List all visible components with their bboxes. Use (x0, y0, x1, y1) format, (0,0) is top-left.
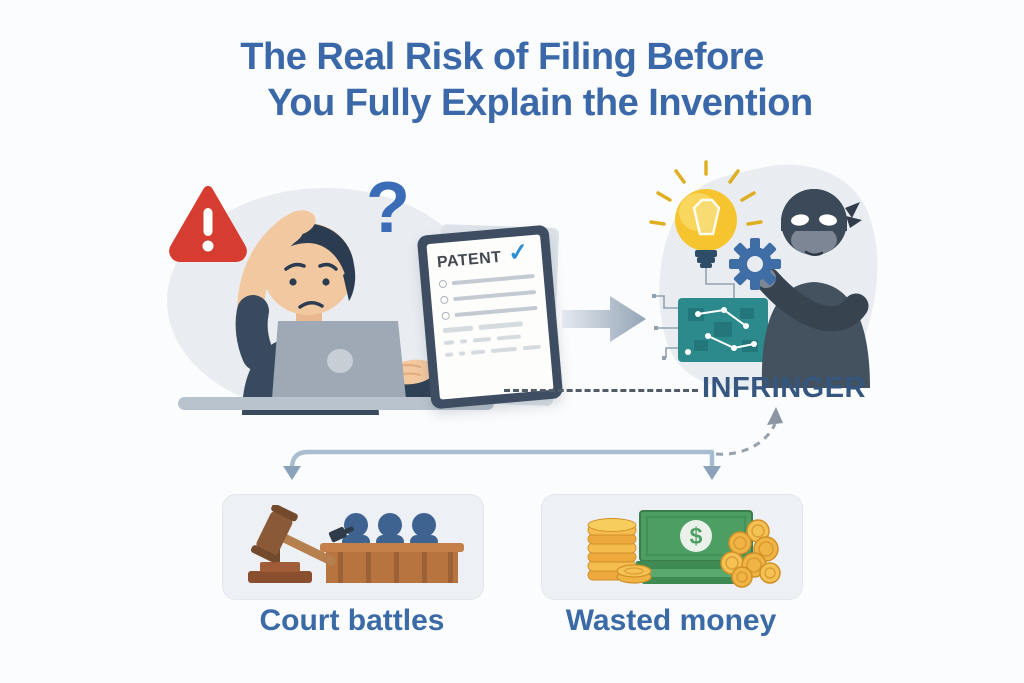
dashed-curve-to-infringer (715, 423, 777, 456)
page-title: The Real Risk of Filing Before You Fully… (0, 34, 1024, 126)
checkmark-icon: ✓ (506, 238, 530, 268)
circuit-board-icon (678, 298, 768, 362)
title-line-1: The Real Risk of Filing Before (240, 36, 764, 78)
patent-document: PATENT ✓ (416, 222, 570, 414)
question-mark-icon: ? (366, 168, 410, 248)
patent-title: PATENT (436, 248, 503, 271)
wasted-money-label: Wasted money (565, 604, 777, 637)
patent-paper: PATENT ✓ (426, 234, 554, 400)
desk (178, 397, 494, 410)
coin-stack-icon (587, 518, 637, 581)
warning-triangle-icon (169, 186, 247, 262)
judges-bench-icon (320, 513, 464, 583)
small-gavel-icon (328, 526, 354, 543)
gavel-icon (248, 505, 336, 583)
down-arrowhead-right (703, 466, 721, 480)
down-arrowhead-left (283, 466, 301, 480)
up-arrowhead (767, 407, 783, 425)
person-hair-side (343, 265, 356, 301)
court-battles-label: Court battles (259, 604, 445, 637)
patent-dash-row (443, 333, 540, 346)
lightbulb-icon (649, 160, 763, 268)
wasted-money-box: $ (541, 494, 803, 600)
laptop (262, 321, 414, 407)
patent-list-row (441, 304, 538, 321)
right-arrow-icon (562, 296, 646, 342)
coin-pile-icon (720, 519, 781, 588)
infringer-label: INFRINGER (702, 372, 866, 404)
patent-list-row (438, 272, 535, 289)
title-line-2: You Fully Explain the Invention (267, 82, 813, 124)
raised-arm (235, 210, 316, 371)
court-scene (248, 505, 464, 583)
front-coins-icon (616, 564, 652, 584)
patent-dash-row (444, 344, 541, 358)
money-scene: $ (587, 510, 781, 588)
patent-list-row (440, 288, 537, 305)
patent-dash-row (442, 320, 539, 334)
dashed-connector-line (504, 389, 698, 392)
masked-thief-icon (755, 189, 870, 388)
branch-connector (283, 407, 783, 480)
worried-face (284, 262, 338, 309)
circuit-traces (652, 268, 735, 360)
patent-clipboard-board: PATENT ✓ (416, 224, 564, 410)
gear-icon (729, 238, 781, 290)
infringer-scene (649, 160, 878, 391)
inventor-scene (167, 188, 504, 415)
dollar-sign: $ (690, 523, 703, 549)
court-battles-box (222, 494, 484, 600)
